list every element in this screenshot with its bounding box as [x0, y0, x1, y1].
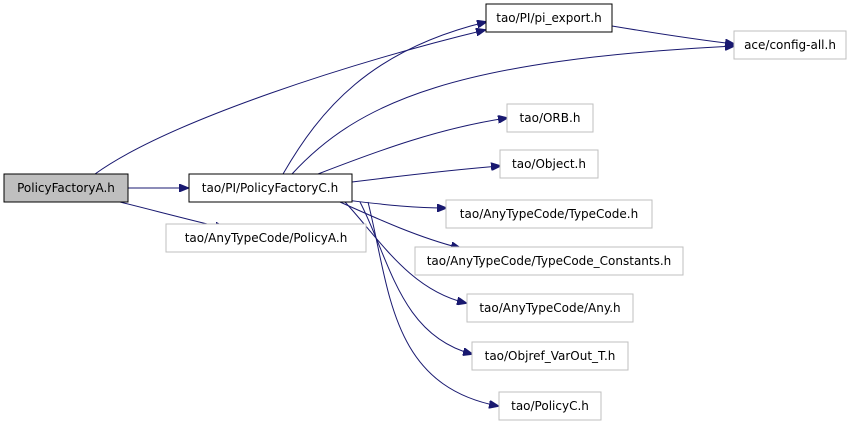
edge-policyfactoryc-to-policyc — [367, 201, 498, 406]
edge-policyfactoryc-to-object — [351, 166, 500, 183]
node-policyc-label: tao/PolicyC.h — [511, 399, 589, 413]
node-orb[interactable]: tao/ORB.h — [506, 103, 594, 133]
node-pi-export[interactable]: tao/PI/pi_export.h — [485, 3, 613, 33]
node-any[interactable]: tao/AnyTypeCode/Any.h — [466, 293, 634, 323]
node-typecode-constants[interactable]: tao/AnyTypeCode/TypeCode_Constants.h — [414, 246, 684, 276]
node-object-label: tao/Object.h — [512, 157, 586, 171]
node-typecode-label: tao/AnyTypeCode/TypeCode.h — [460, 207, 638, 221]
node-policyfactoryc-label: tao/PI/PolicyFactoryC.h — [202, 181, 338, 195]
node-objref-varout-label: tao/Objref_VarOut_T.h — [485, 349, 616, 363]
edge-policyfactoryc-to-any — [344, 201, 466, 303]
node-orb-label: tao/ORB.h — [520, 111, 581, 125]
node-policyfactorya-label: PolicyFactoryA.h — [17, 181, 115, 195]
node-policyc[interactable]: tao/PolicyC.h — [498, 391, 602, 421]
edge-policyfactoryc-to-orb — [317, 118, 507, 175]
node-policya-label: tao/AnyTypeCode/PolicyA.h — [185, 231, 348, 245]
node-config-all-label: ace/config-all.h — [744, 38, 836, 52]
node-any-label: tao/AnyTypeCode/Any.h — [479, 301, 620, 315]
node-object[interactable]: tao/Object.h — [499, 149, 599, 179]
node-policyfactorya[interactable]: PolicyFactoryA.h — [3, 173, 129, 203]
node-config-all[interactable]: ace/config-all.h — [733, 30, 847, 60]
node-policyfactoryc[interactable]: tao/PI/PolicyFactoryC.h — [188, 173, 353, 203]
node-objref-varout[interactable]: tao/Objref_VarOut_T.h — [471, 341, 629, 371]
node-policya[interactable]: tao/AnyTypeCode/PolicyA.h — [165, 223, 367, 253]
edge-policyfactoryc-to-typecode-constants — [339, 201, 460, 248]
edge-policyfactorya-to-pi-export — [94, 30, 485, 175]
edge-policyfactoryc-to-typecode — [344, 199, 446, 208]
edge-policyfactoryc-to-objref-varout — [359, 201, 472, 354]
node-typecode[interactable]: tao/AnyTypeCode/TypeCode.h — [445, 199, 653, 229]
edges — [94, 22, 734, 406]
edge-policyfactoryc-to-pi-export — [282, 22, 486, 175]
edge-pi-export-to-config-all — [611, 25, 734, 44]
node-typecode-constants-label: tao/AnyTypeCode/TypeCode_Constants.h — [427, 254, 672, 268]
node-pi-export-label: tao/PI/pi_export.h — [496, 11, 602, 25]
edge-policyfactoryc-to-config-all — [291, 46, 734, 175]
